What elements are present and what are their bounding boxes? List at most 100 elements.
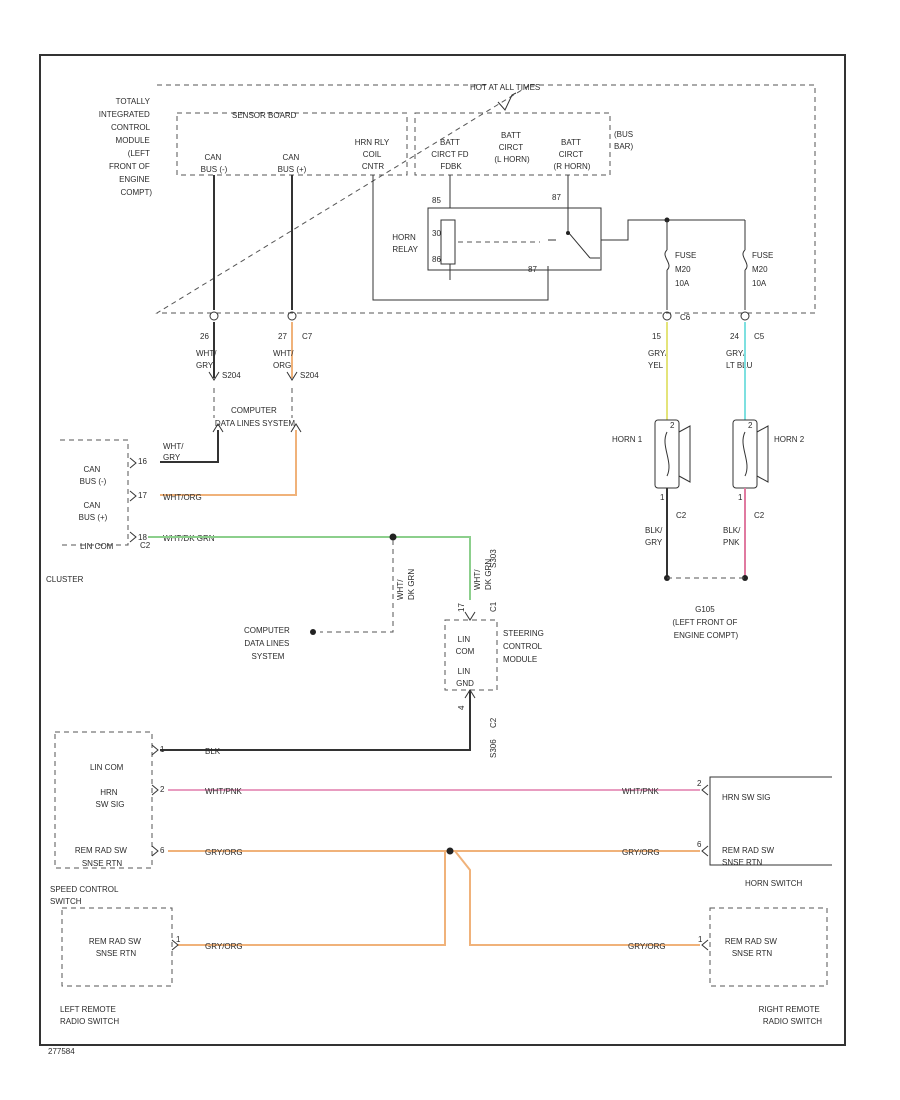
svg-text:30: 30	[432, 229, 441, 238]
batt-fdbk-label: BATT CIRCT FD FDBK	[431, 138, 470, 171]
can-low-wire-label: WHT/ GRY	[196, 349, 219, 370]
computer-data-lines-mid: COMPUTER DATA LINES SYSTEM	[244, 626, 292, 661]
svg-text:2: 2	[748, 421, 753, 430]
right-remote-label: RIGHT REMOTE RADIO SWITCH	[759, 1005, 823, 1026]
scm-top-wire-label: WHT/ DK GRN	[473, 559, 493, 590]
left-remote-row: REM RAD SW SNSE RTN	[89, 937, 143, 958]
page-code: 277584	[48, 1047, 75, 1056]
batt-rf-horn-label: BATT CIRCT (R HORN)	[554, 138, 591, 171]
svg-text:1: 1	[160, 745, 165, 754]
svg-text:18: 18	[138, 533, 147, 542]
svg-text:HRN SW SIG: HRN SW SIG	[722, 793, 770, 802]
svg-text:C2: C2	[140, 541, 151, 550]
svg-text:GRY/ORG: GRY/ORG	[628, 942, 666, 951]
horn2-gnd-wire-label: BLK/ PNK	[723, 526, 743, 547]
can-low-label: CAN BUS (-)	[201, 153, 228, 174]
cluster-row-can-high: CAN BUS (+)	[79, 501, 108, 522]
svg-text:C2: C2	[754, 511, 765, 520]
bus-bar-label: (BUS BAR)	[614, 130, 635, 151]
svg-text:GRY/ORG: GRY/ORG	[205, 848, 243, 857]
svg-text:WHT/DK GRN: WHT/DK GRN	[163, 534, 215, 543]
scm-lin-com: LIN COM	[456, 635, 475, 656]
svg-text:C2: C2	[676, 511, 687, 520]
svg-text:24: 24	[730, 332, 739, 341]
batt-lf-horn-label: BATT CIRCT (L HORN)	[494, 131, 530, 164]
svg-text:6: 6	[697, 840, 702, 849]
svg-text:C5: C5	[754, 332, 765, 341]
svg-text:17: 17	[457, 603, 466, 612]
svg-text:86: 86	[432, 255, 441, 264]
svg-text:6: 6	[160, 846, 165, 855]
svg-text:WHT/PNK: WHT/PNK	[622, 787, 660, 796]
scm-label: STEERING CONTROL MODULE	[503, 629, 546, 664]
svg-text:16: 16	[138, 457, 147, 466]
svg-text:2: 2	[697, 779, 702, 788]
svg-text:C2: C2	[489, 717, 498, 728]
speed-switch-label: SPEED CONTROL SWITCH	[50, 885, 120, 906]
speed-switch-hrn-sig: HRN SW SIG	[96, 788, 125, 809]
fuse-right-label: FUSE M20 10A	[752, 251, 776, 288]
svg-text:S303: S303	[489, 549, 498, 568]
svg-text:WHT/PNK: WHT/PNK	[205, 787, 243, 796]
computer-data-lines-top: COMPUTER DATA LINES SYSTEM	[215, 406, 296, 428]
horn1-label: HORN 1	[612, 435, 643, 444]
svg-text:LIN COM: LIN COM	[80, 542, 114, 551]
horn2-label: HORN 2	[774, 435, 805, 444]
svg-text:2: 2	[160, 785, 165, 794]
sensor-board-label: SENSOR BOARD	[232, 111, 297, 120]
svg-text:S204: S204	[300, 371, 319, 380]
right-remote-radio-switch: REM RAD SW SNSE RTN 1 RIGHT REMOTE RADIO…	[698, 907, 828, 1026]
horn-switch: HRN SW SIG REM RAD SW SNSE RTN 2 6 HORN …	[697, 776, 832, 888]
horn1-gnd-wire-label: BLK/ GRY	[645, 526, 665, 547]
svg-text:C6: C6	[680, 313, 691, 322]
horn-switch-label: HORN SWITCH	[745, 879, 803, 888]
horn-switch-rem-rad: REM RAD SW SNSE RTN	[722, 846, 776, 867]
can-high-label: CAN BUS (+)	[278, 153, 307, 174]
svg-text:85: 85	[432, 196, 441, 205]
left-remote-radio-switch: REM RAD SW SNSE RTN 1 LEFT REMOTE RADIO …	[60, 907, 181, 1026]
right-remote-row: REM RAD SW SNSE RTN	[725, 937, 779, 958]
left-remote-label: LEFT REMOTE RADIO SWITCH	[60, 1005, 119, 1026]
svg-text:1: 1	[738, 493, 743, 502]
svg-text:LIN COM: LIN COM	[90, 763, 124, 772]
horn-circuits: 15 24 C5 GRY/ YEL GRY/ LT BLU 2 1 HORN 1…	[612, 311, 805, 640]
svg-text:87: 87	[552, 193, 561, 202]
svg-text:15: 15	[652, 332, 661, 341]
cluster-row-can-low: CAN BUS (-)	[80, 465, 107, 486]
tipm-module: TOTALLY INTEGRATED CONTROL MODULE (LEFT …	[99, 83, 816, 322]
svg-text:1: 1	[660, 493, 665, 502]
svg-text:S306: S306	[489, 739, 498, 758]
ground-g105: G105 (LEFT FRONT OF ENGINE COMPT)	[672, 605, 739, 640]
horn-relay-coil-label: HRN RLY COIL CNTR	[355, 138, 392, 171]
cluster: CAN BUS (-) CAN BUS (+) LIN COM 16 17 18…	[46, 439, 215, 584]
hot-at-all-times-label: HOT AT ALL TIMES	[470, 83, 540, 92]
svg-text:1: 1	[176, 935, 181, 944]
svg-text:1: 1	[698, 935, 703, 944]
horn2-feed-wire-label: GRY/ LT BLU	[726, 349, 753, 370]
svg-text:4: 4	[457, 705, 466, 710]
svg-text:2: 2	[670, 421, 675, 430]
svg-text:C7: C7	[302, 332, 313, 341]
cluster-label: CLUSTER	[46, 575, 84, 584]
horn1-feed-wire-label: GRY/ YEL	[648, 349, 670, 370]
can-bus-wires: 26 27 C7 WHT/ GRY WHT/ ORG S204 S204	[196, 175, 319, 418]
mid-wire-label: WHT/ DK GRN	[396, 569, 416, 600]
svg-text:WHT/ORG: WHT/ORG	[163, 493, 202, 502]
svg-text:BLK: BLK	[205, 747, 221, 756]
horn-relay-label: HORN RELAY	[392, 233, 418, 254]
speed-switch-rem-rad: REM RAD SW SNSE RTN	[75, 846, 129, 868]
svg-text:26: 26	[200, 332, 209, 341]
cluster-wire-gry: WHT/ GRY	[163, 442, 186, 462]
svg-text:S204: S204	[222, 371, 241, 380]
svg-text:17: 17	[138, 491, 147, 500]
tipm-label: TOTALLY INTEGRATED CONTROL MODULE (LEFT …	[99, 97, 153, 197]
diagram-frame	[39, 54, 846, 1046]
svg-text:C1: C1	[489, 601, 498, 612]
svg-text:87: 87	[528, 265, 537, 274]
svg-text:27: 27	[278, 332, 287, 341]
steering-control-module: LIN COM LIN GND STEERING CONTROL MODULE	[444, 611, 546, 699]
scm-lin-gnd: LIN GND	[456, 667, 474, 688]
fuse-left-label: FUSE M20 10A	[675, 251, 699, 288]
svg-text:GRY/ORG: GRY/ORG	[622, 848, 660, 857]
